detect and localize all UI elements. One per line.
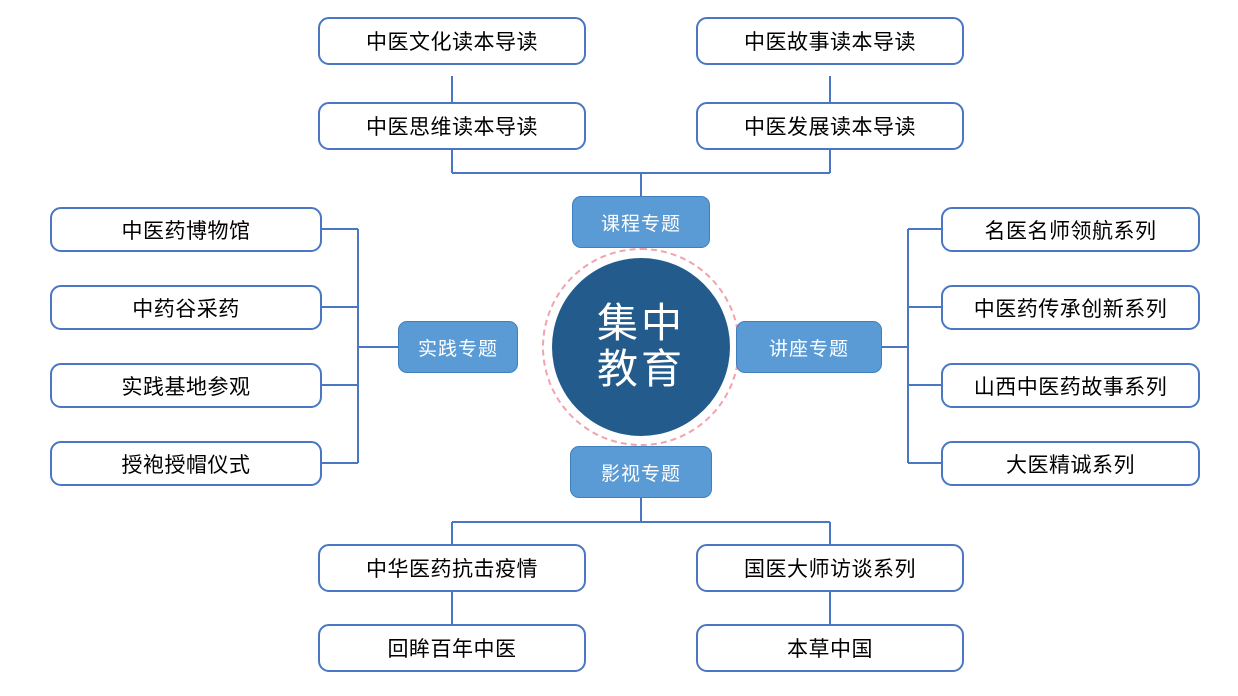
- node-course-3[interactable]: 中医故事读本导读: [696, 17, 964, 65]
- branch-label-media-text: 影视专题: [600, 463, 681, 485]
- branch-label-media[interactable]: 影视专题: [570, 446, 712, 498]
- node-lecture-3[interactable]: 山西中医药故事系列: [941, 363, 1200, 408]
- center-hub: 集中 教育: [552, 258, 730, 436]
- node-course-1[interactable]: 中医文化读本导读: [318, 17, 586, 65]
- node-practice-2-label: 中药谷采药: [132, 297, 240, 321]
- node-media-1-label: 中华医药抗击疫情: [366, 558, 538, 581]
- node-lecture-4[interactable]: 大医精诚系列: [941, 441, 1200, 486]
- node-practice-4-label: 授袍授帽仪式: [121, 453, 251, 477]
- node-practice-4[interactable]: 授袍授帽仪式: [50, 441, 322, 486]
- branch-label-lecture-text: 讲座专题: [768, 338, 849, 360]
- node-practice-2[interactable]: 中药谷采药: [50, 285, 322, 330]
- node-media-3-label: 国医大师访谈系列: [744, 558, 916, 581]
- node-course-4-label: 中医发展读本导读: [744, 116, 916, 139]
- node-lecture-1-label: 名医名师领航系列: [984, 219, 1157, 243]
- center-title-line-1: 集中: [597, 300, 685, 347]
- node-practice-1[interactable]: 中医药博物馆: [50, 207, 322, 252]
- node-lecture-2[interactable]: 中医药传承创新系列: [941, 285, 1200, 330]
- node-practice-1-label: 中医药博物馆: [121, 219, 251, 243]
- branch-label-course[interactable]: 课程专题: [572, 196, 710, 248]
- node-lecture-2-label: 中医药传承创新系列: [973, 297, 1168, 321]
- center-title-line-2: 教育: [597, 346, 685, 392]
- node-lecture-3-label: 山西中医药故事系列: [973, 375, 1168, 399]
- node-media-1[interactable]: 中华医药抗击疫情: [318, 544, 586, 592]
- node-course-4[interactable]: 中医发展读本导读: [696, 102, 964, 150]
- node-media-3[interactable]: 国医大师访谈系列: [696, 544, 964, 592]
- branch-label-lecture[interactable]: 讲座专题: [736, 321, 882, 373]
- node-course-2[interactable]: 中医思维读本导读: [318, 102, 586, 150]
- node-media-2[interactable]: 回眸百年中医: [318, 624, 586, 672]
- branch-label-practice-text: 实践专题: [417, 338, 498, 360]
- node-practice-3[interactable]: 实践基地参观: [50, 363, 322, 408]
- node-practice-3-label: 实践基地参观: [121, 375, 251, 399]
- branch-label-practice[interactable]: 实践专题: [398, 321, 518, 373]
- node-media-2-label: 回眸百年中医: [387, 638, 517, 661]
- node-lecture-1[interactable]: 名医名师领航系列: [941, 207, 1200, 252]
- node-course-2-label: 中医思维读本导读: [366, 116, 538, 139]
- node-media-4[interactable]: 本草中国: [696, 624, 964, 672]
- node-course-1-label: 中医文化读本导读: [366, 31, 538, 54]
- branch-label-course-text: 课程专题: [600, 213, 681, 235]
- node-course-3-label: 中医故事读本导读: [744, 31, 916, 54]
- node-lecture-4-label: 大医精诚系列: [1006, 453, 1135, 477]
- node-media-4-label: 本草中国: [787, 638, 873, 661]
